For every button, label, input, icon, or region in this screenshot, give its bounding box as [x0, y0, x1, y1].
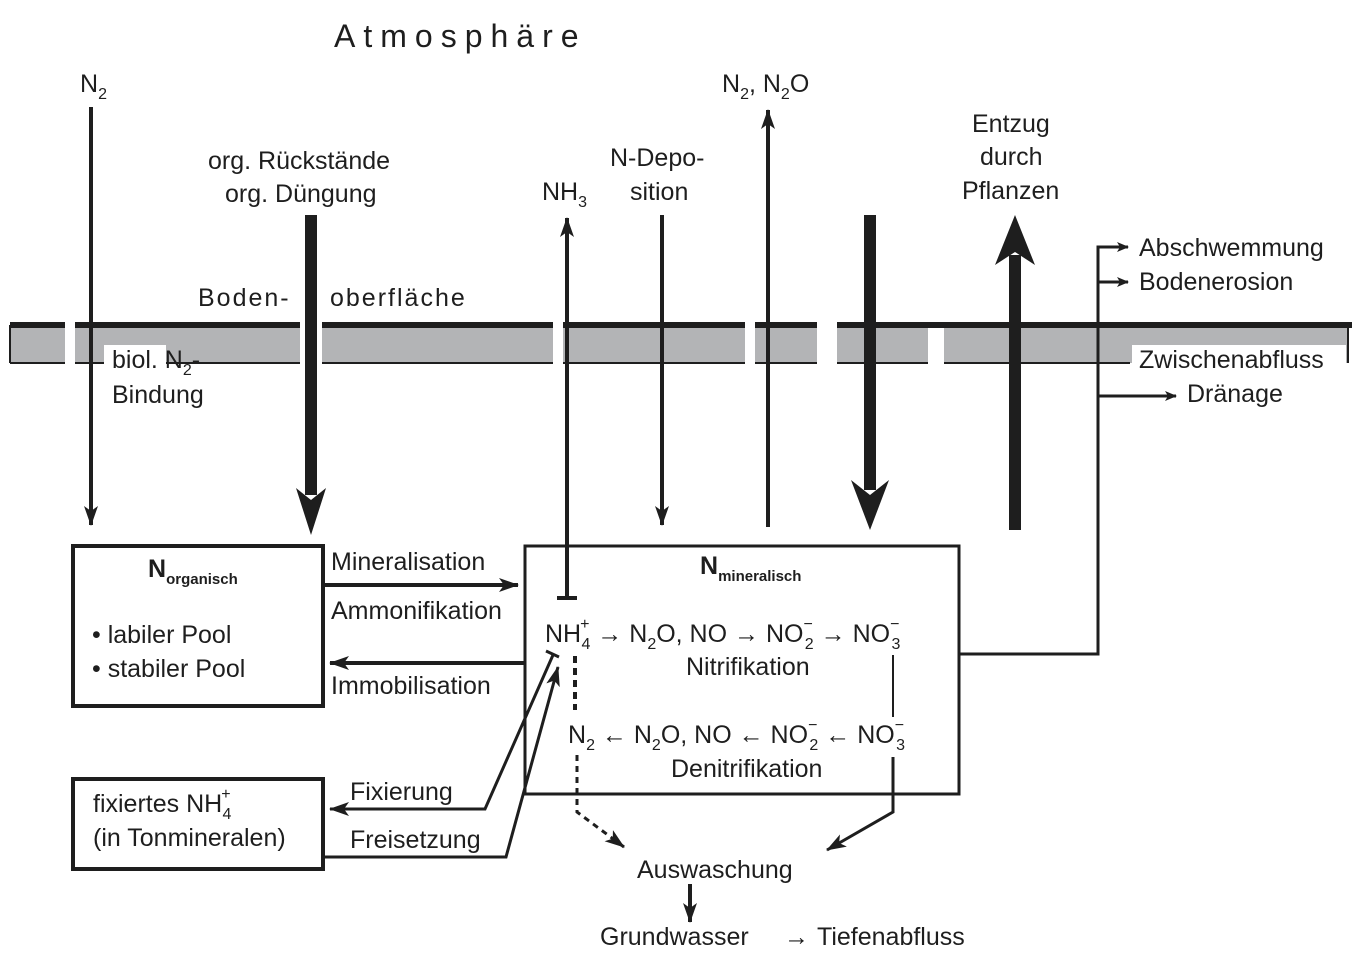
fixation-label: Fixierung [350, 778, 453, 806]
deep-runoff-label: Tiefenabfluss [817, 923, 965, 951]
n-mineral-box: Nmineralisch NH+4 → N2O, NO → NO−2 → NO−… [523, 544, 961, 796]
org-input-thick-arrow [296, 215, 326, 535]
n2-input-label: N2 [80, 70, 107, 103]
fixed-nh4-label-line2: (in Tonmineralen) [93, 824, 286, 852]
n-deposition-label-line1: N-Depo- [610, 144, 704, 172]
erosion-label: Bodenerosion [1139, 268, 1293, 296]
n2-n2o-label: N2, N2O [722, 70, 809, 103]
plant-uptake-label-line1: Entzug [972, 110, 1050, 138]
org-residues-label-line1: org. Rückstände [208, 147, 390, 175]
drainage-label: Dränage [1187, 380, 1283, 408]
mineral-input-thick-arrow [851, 215, 889, 530]
n-organic-title: Norganisch [148, 555, 238, 588]
plant-uptake-thick-arrow [995, 215, 1035, 530]
biol-fixation-label-line1: biol. N2- [112, 346, 200, 379]
release-label: Freisetzung [350, 826, 481, 854]
atmosphere-title: Atmosphäre [334, 18, 587, 54]
denitrification-chain: N2 ← N2O, NO ← NO−2 ← NO−3 [568, 717, 905, 754]
interflow-label: Zwischenabfluss [1139, 346, 1324, 374]
labile-pool-item: • labiler Pool [92, 621, 231, 649]
fixed-nh4-label-line1: fixiertes NH+4 [93, 786, 232, 823]
surface-label-left: Boden- [198, 284, 291, 312]
deep-runoff-arrow: → [784, 923, 809, 951]
plant-uptake-label-line3: Pflanzen [962, 177, 1059, 205]
nitrate-leaching-arrow [826, 757, 895, 852]
n-deposition-label-line2: sition [630, 178, 688, 206]
org-fertilizer-label-line2: org. Düngung [225, 180, 377, 208]
nh3-label: NH3 [542, 178, 587, 211]
fixation-tail-bar [545, 649, 560, 659]
biol-fixation-label-line2: Bindung [112, 381, 204, 409]
release-arrow [325, 666, 560, 859]
leaching-label: Auswaschung [637, 856, 793, 884]
n-organic-box: Norganisch • labiler Pool • stabiler Poo… [71, 544, 325, 708]
ammonification-label: Ammonifikation [331, 597, 502, 625]
n2-leaching-dashed-arrow [575, 755, 625, 849]
fixation-arrow [329, 654, 555, 816]
immobilisation-label: Immobilisation [331, 672, 491, 700]
runoff-label: Abschwemmung [1139, 234, 1324, 262]
nitrification-chain: NH+4 → N2O, NO → NO−2 → NO−3 [545, 616, 900, 653]
loss-pathway-lines [960, 242, 1177, 656]
fixed-nh4-box: fixiertes NH+4 (in Tonmineralen) [71, 777, 325, 871]
surface-label-right: oberfläche [330, 284, 467, 312]
denitrification-label: Denitrifikation [671, 755, 822, 783]
soil-surface-band [9, 321, 1352, 375]
n-mineral-title: Nmineralisch [700, 552, 801, 585]
plant-uptake-label-line2: durch [980, 143, 1043, 171]
stable-pool-item: • stabiler Pool [92, 655, 245, 683]
nitrification-label: Nitrifikation [686, 653, 810, 681]
groundwater-label: Grundwasser [600, 923, 749, 951]
mineralisation-label: Mineralisation [331, 548, 485, 576]
